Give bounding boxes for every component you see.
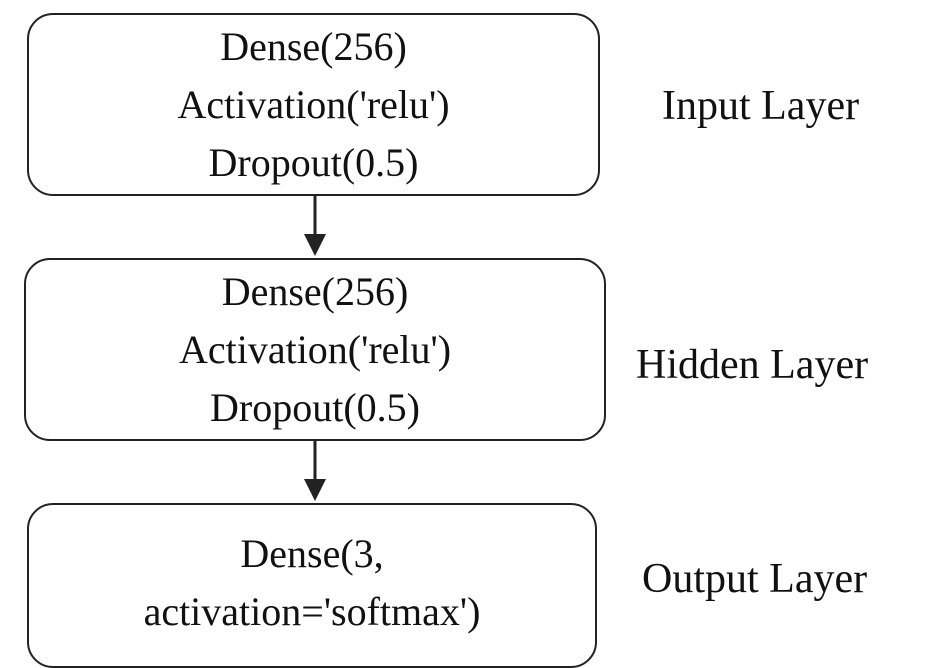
network-architecture-diagram: Dense(256) Activation('relu') Dropout(0.… <box>24 13 869 668</box>
down-arrow-icon <box>304 196 326 256</box>
hidden-to-output-arrow <box>300 441 330 503</box>
output-layer-label: Output Layer <box>642 556 868 602</box>
input-layer-label: Input Layer <box>662 83 860 129</box>
input-to-hidden-arrow <box>300 196 330 258</box>
input-layer-activation: Activation('relu') <box>177 81 450 127</box>
input-layer-box: Dense(256) Activation('relu') Dropout(0.… <box>27 13 600 196</box>
hidden-layer-label: Hidden Layer <box>636 342 869 388</box>
hidden-layer-dropout: Dropout(0.5) <box>210 384 420 430</box>
down-arrow-icon <box>304 441 326 501</box>
input-layer-dropout: Dropout(0.5) <box>208 139 419 185</box>
output-layer-activation: activation='softmax') <box>143 589 481 634</box>
hidden-layer-dense: Dense(256) <box>221 268 409 314</box>
hidden-layer-activation: Activation('relu') <box>178 326 452 372</box>
output-layer-dense: Dense(3, <box>240 531 384 576</box>
hidden-layer-box: Dense(256) Activation('relu') Dropout(0.… <box>24 258 606 441</box>
input-layer-dense: Dense(256) <box>220 23 407 69</box>
output-layer-box: Dense(3, activation='softmax') <box>27 503 597 668</box>
